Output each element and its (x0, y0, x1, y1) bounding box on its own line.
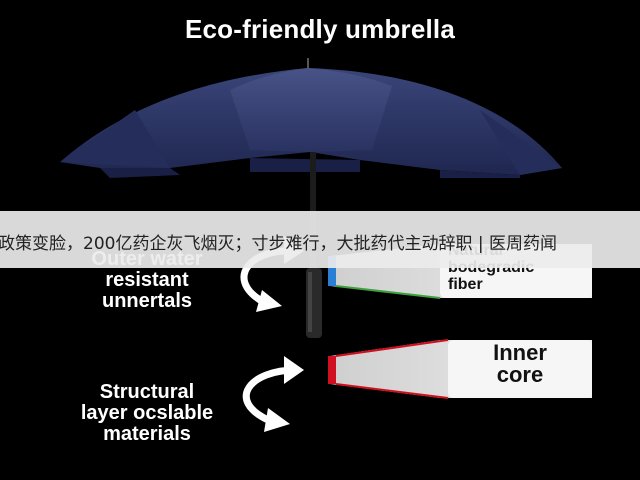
arrow-head-icon (264, 408, 290, 432)
arrow-head-icon (284, 356, 304, 384)
news-banner-text[interactable]: 政策变脸，200亿药企灰飞烟灭；寸步难行，大批药代主动辞职 | 医周药闻 (0, 234, 557, 254)
arrow-head-icon (256, 290, 282, 312)
news-banner[interactable]: 政策变脸，200亿药企灰飞烟灭；寸步难行，大批药代主动辞职 | 医周药闻 (0, 211, 640, 268)
arrow-icon-structural (242, 366, 300, 424)
structural-layer-label: Structural layer ocslable materials (80, 381, 214, 445)
page-title: Eco-friendly umbrella (184, 14, 456, 44)
inner-core-label: Inner core (493, 340, 547, 387)
umbrella-canopy (60, 58, 562, 178)
inner-callout (328, 339, 592, 399)
